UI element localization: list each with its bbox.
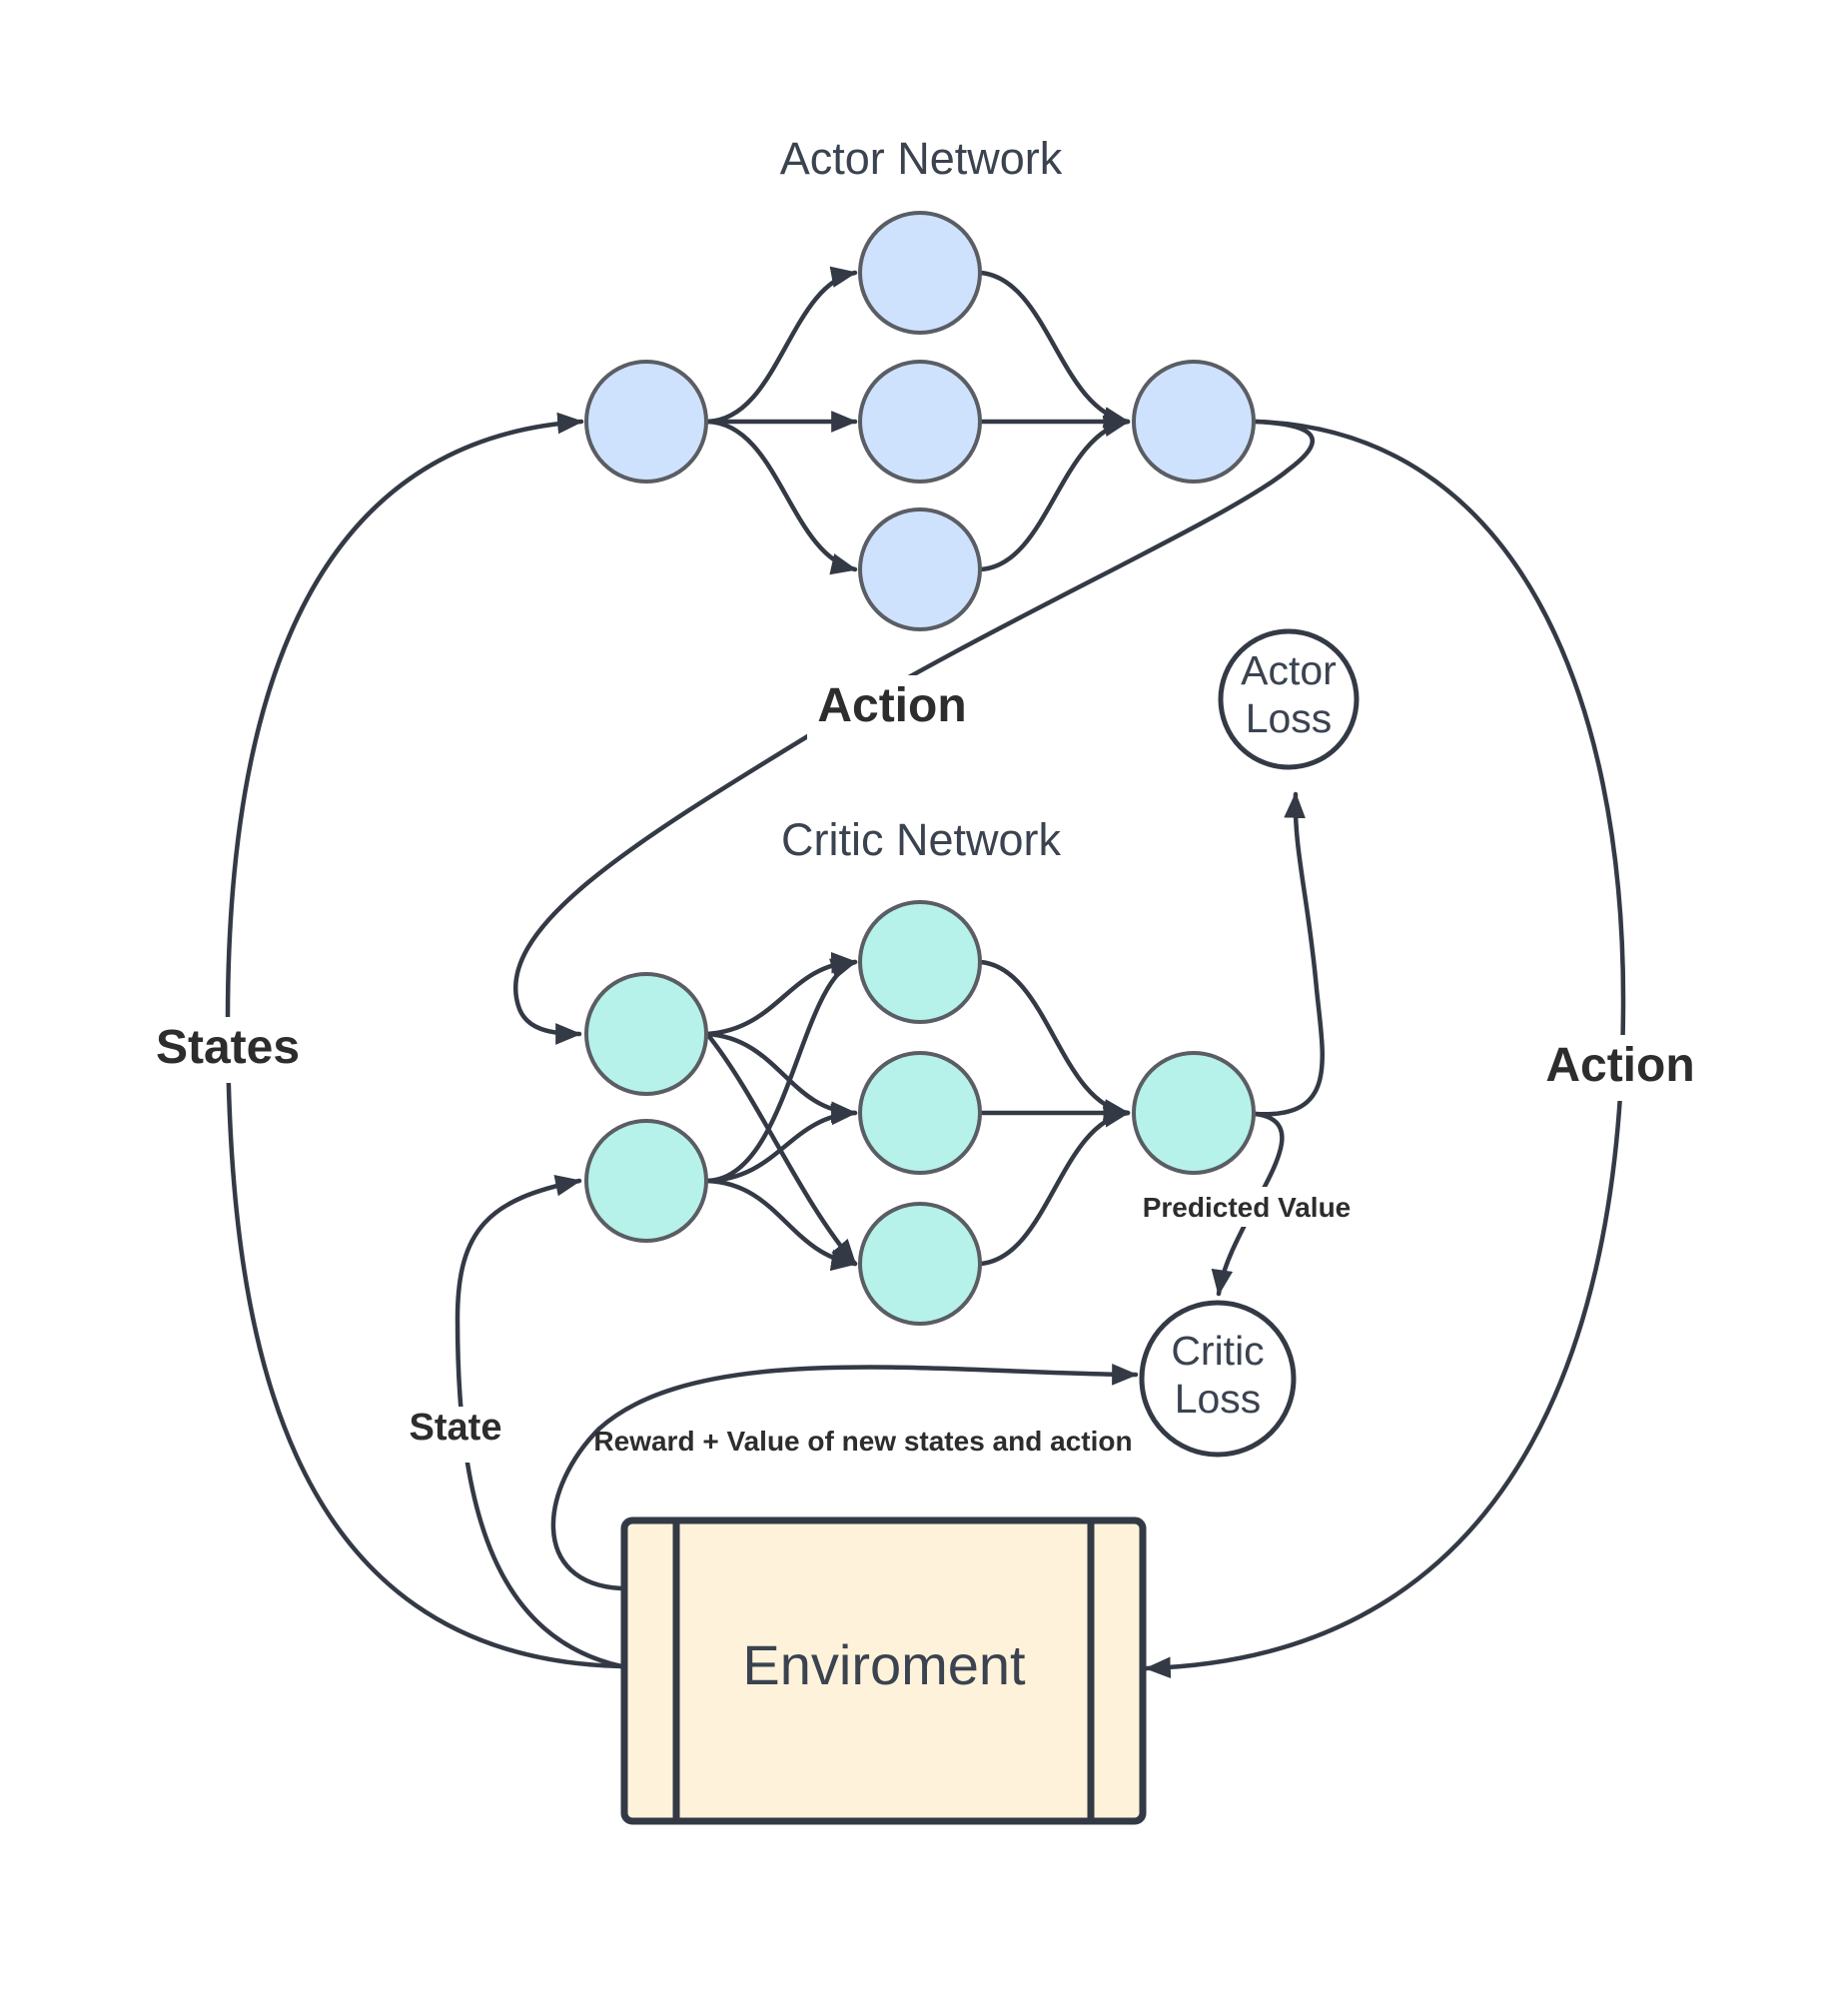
- actor-loss-node: Actor Loss: [1218, 628, 1360, 770]
- critic-hidden-node-3: [858, 1202, 982, 1326]
- actor-input-node: [584, 360, 708, 484]
- actor-hidden-node-1: [858, 211, 982, 335]
- actor-edges: [704, 266, 1131, 575]
- critic-loss-label-line2: Loss: [1175, 1376, 1262, 1422]
- critic-input-node-1: [584, 972, 708, 1096]
- predicted-value-label: Predicted Value: [1143, 1192, 1352, 1223]
- critic-network-title: Critic Network: [781, 814, 1062, 865]
- critic-edges: [704, 951, 1131, 1272]
- actor-network: [584, 211, 1256, 631]
- critic-hidden-node-1: [858, 900, 982, 1024]
- actor-loss-label-line2: Loss: [1246, 695, 1333, 741]
- edge-action-to-env: [1144, 419, 1626, 1679]
- actor-network-title: Actor Network: [780, 133, 1063, 184]
- edge-to-actor-loss: [1253, 791, 1325, 1117]
- action-to-critic-label: Action: [817, 679, 966, 732]
- critic-hidden-node-2: [858, 1051, 982, 1175]
- actor-hidden-node-2: [858, 360, 982, 484]
- critic-loss-label-line1: Critic: [1171, 1328, 1264, 1374]
- reward-label: Reward + Value of new states and action: [593, 1426, 1132, 1457]
- action-to-env-label: Action: [1545, 1039, 1694, 1092]
- environment-box: Enviroment: [620, 1516, 1147, 1825]
- critic-input-node-2: [584, 1119, 708, 1243]
- edge-reward: [550, 1364, 1139, 1591]
- critic-output-node: [1132, 1051, 1256, 1175]
- critic-network: [584, 900, 1256, 1326]
- edge-state: [455, 1175, 624, 1669]
- environment-label: Enviroment: [742, 1633, 1026, 1696]
- critic-loss-node: Critic Loss: [1139, 1300, 1297, 1458]
- actor-output-node: [1132, 360, 1256, 484]
- state-label: State: [410, 1407, 502, 1449]
- edge-to-critic-loss: [1211, 1111, 1285, 1297]
- actor-hidden-node-3: [858, 507, 982, 631]
- actor-loss-label-line1: Actor: [1241, 647, 1337, 693]
- states-label: States: [156, 1021, 300, 1074]
